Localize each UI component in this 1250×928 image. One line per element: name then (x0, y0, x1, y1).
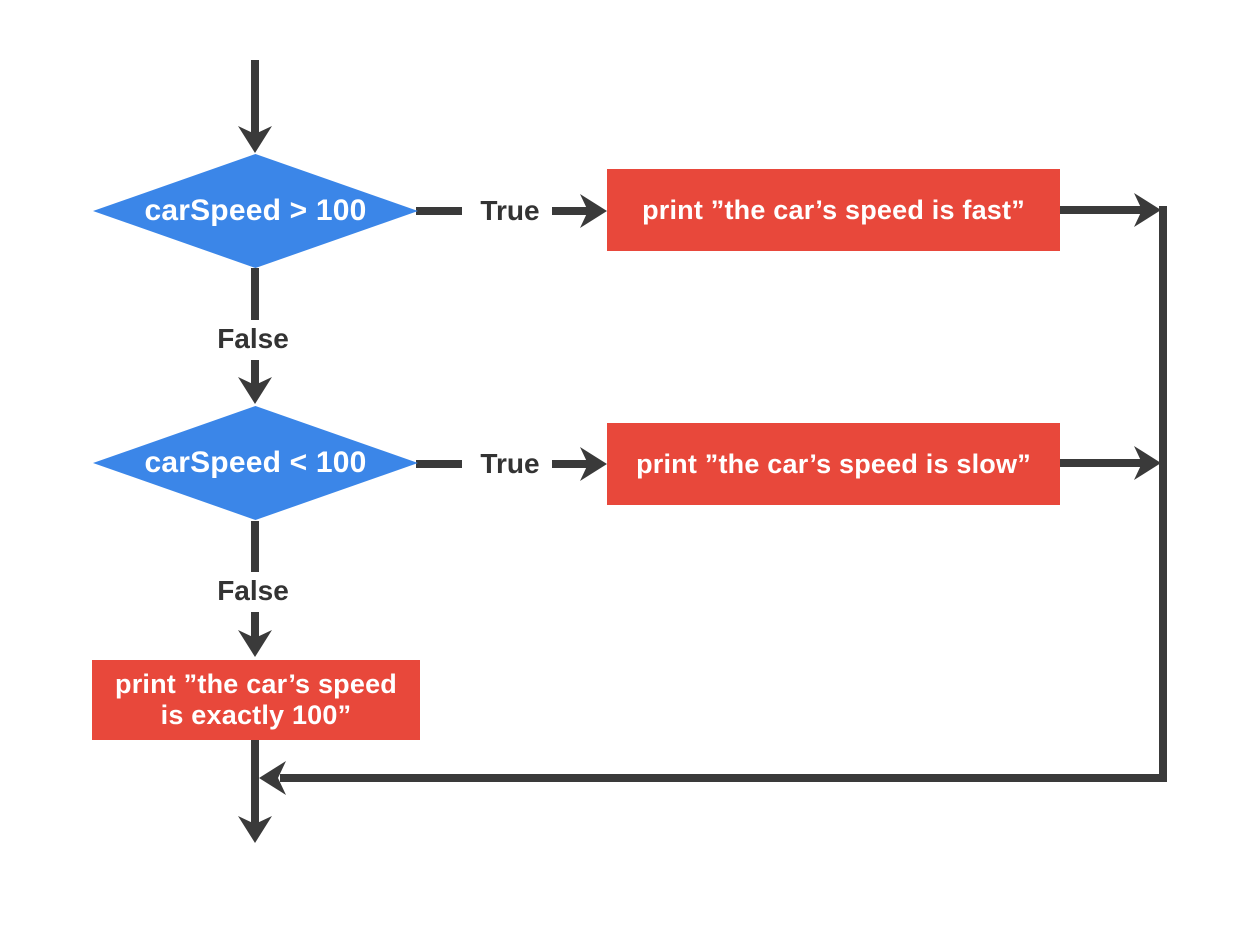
decision-carspeed-lt-100-label: carSpeed < 100 (144, 446, 367, 479)
edge-label-false-1: False (217, 323, 289, 354)
edge-label-false-2: False (217, 575, 289, 606)
true2-arrowhead (580, 447, 607, 481)
process-print-slow: print ”the car’s speed is slow” (607, 423, 1060, 505)
false2-arrowhead (238, 630, 272, 657)
process-print-exact-label-line2: is exactly 100” (160, 700, 352, 730)
exit-arrowhead (238, 816, 272, 843)
true1-arrowhead (580, 194, 607, 228)
process-print-fast: print ”the car’s speed is fast” (607, 169, 1060, 251)
start-arrowhead (238, 126, 272, 153)
process-print-slow-label: print ”the car’s speed is slow” (636, 448, 1031, 479)
false1-arrowhead (238, 377, 272, 404)
edge-label-true-1: True (480, 195, 540, 226)
edge-label-true-2: True (480, 448, 540, 479)
process-print-fast-label: print ”the car’s speed is fast” (642, 194, 1025, 225)
merge-rail-arrowhead (259, 761, 286, 795)
slow-to-rail-arrowhead (1134, 446, 1161, 480)
process-print-exact: print ”the car’s speed is exactly 100” (92, 660, 420, 740)
process-print-exact-label-line1: print ”the car’s speed (115, 669, 397, 699)
merge-rail-line (280, 206, 1167, 782)
decision-carspeed-gt-100-label: carSpeed > 100 (144, 194, 367, 227)
fast-to-rail-arrowhead (1134, 193, 1161, 227)
